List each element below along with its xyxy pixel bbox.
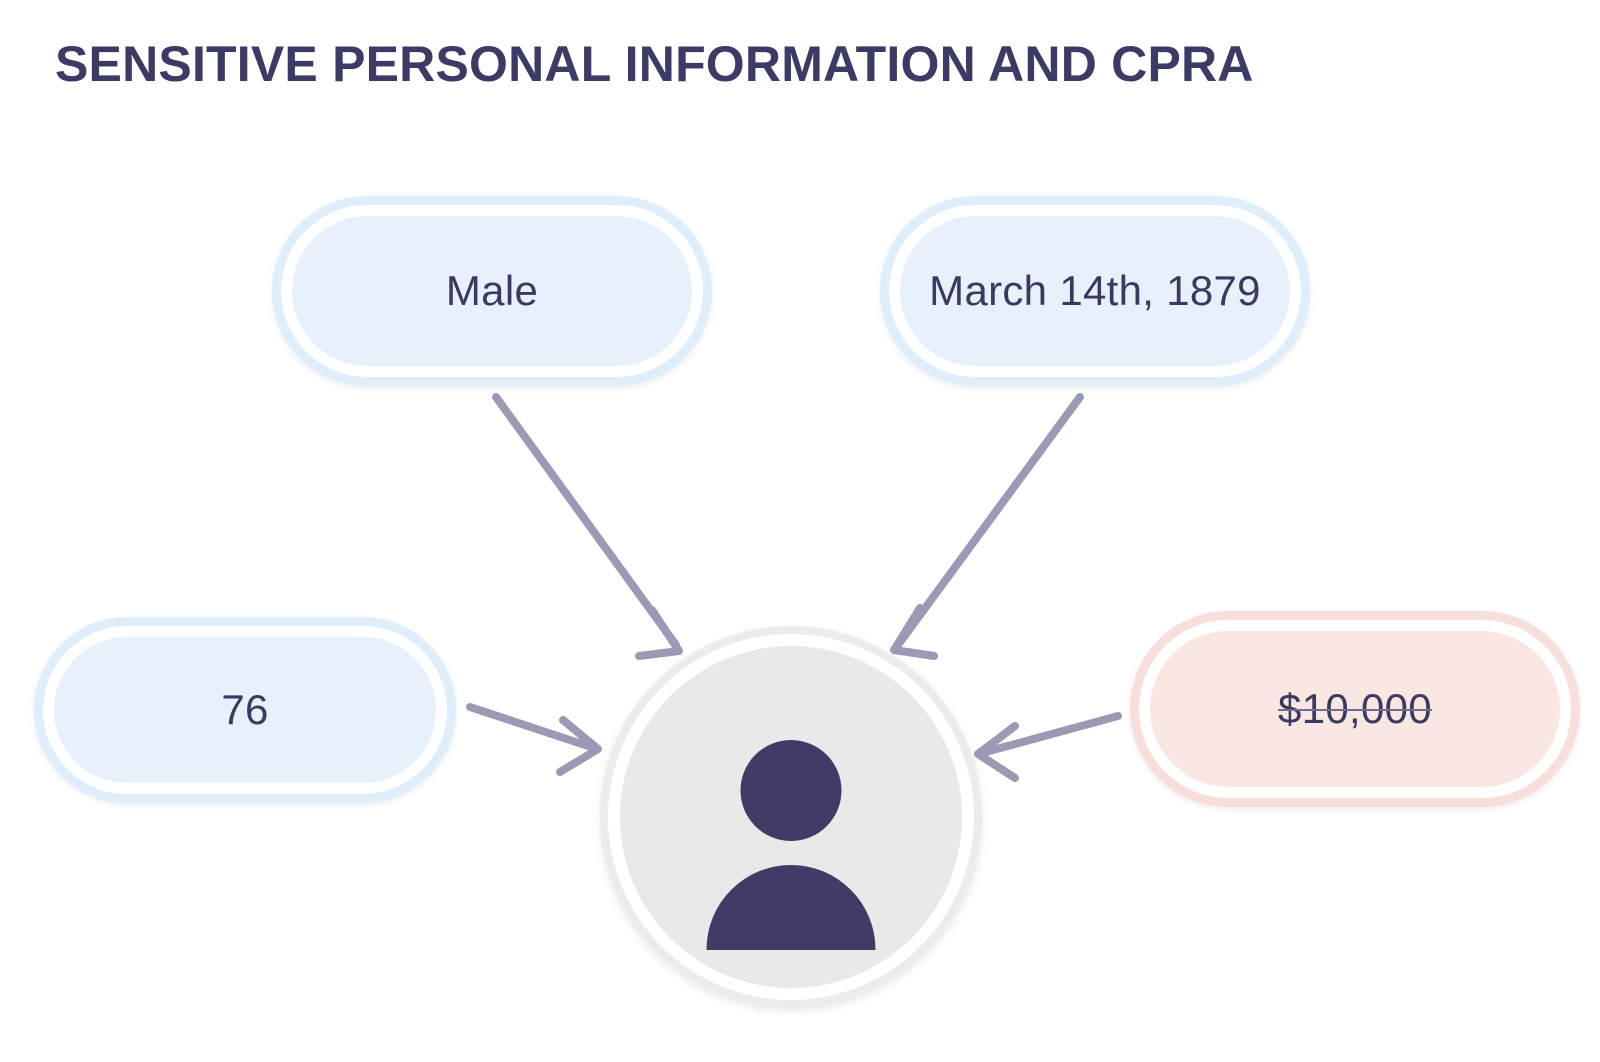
- pill-inner-surface: March 14th, 1879: [900, 216, 1290, 366]
- node-age[interactable]: 76: [34, 617, 456, 803]
- arrow-income-to-subject: [974, 712, 1122, 782]
- node-age-label: 76: [221, 686, 269, 733]
- arrow-age-to-subject: [466, 703, 602, 776]
- avatar-head-shape: [740, 740, 842, 841]
- avatar-body-shape: [706, 865, 876, 950]
- node-income[interactable]: $10,000: [1130, 611, 1580, 807]
- page-title: SENSITIVE PERSONAL INFORMATION AND CPRA: [55, 36, 1254, 92]
- node-birthdate[interactable]: March 14th, 1879: [880, 196, 1310, 386]
- node-gender-label: Male: [445, 267, 539, 314]
- pill-inner-surface: Male: [292, 216, 692, 366]
- node-gender[interactable]: Male: [272, 196, 712, 386]
- subject-avatar[interactable]: [600, 626, 982, 1008]
- arrow-birthdate-to-subject: [890, 393, 1084, 660]
- node-birthdate-label: March 14th, 1879: [929, 267, 1261, 314]
- person-icon: [620, 646, 962, 988]
- node-income-label: $10,000: [1278, 685, 1432, 732]
- pill-inner-surface: 76: [54, 637, 436, 783]
- arrow-gender-to-subject: [492, 393, 683, 660]
- pill-inner-surface: $10,000: [1150, 631, 1560, 787]
